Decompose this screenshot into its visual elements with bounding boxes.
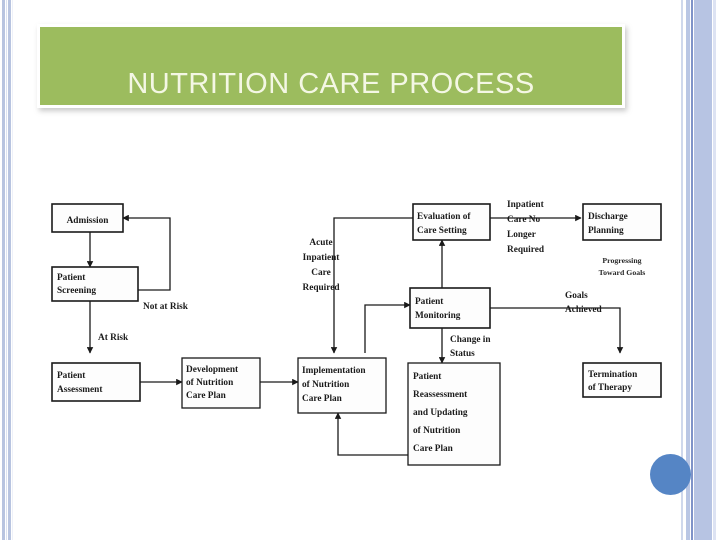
right-stripe-2 [686, 0, 690, 540]
svg-text:Status: Status [450, 349, 475, 359]
flow-box-patient-reassessment-line1: Patient [413, 372, 442, 382]
page-title: NUTRITION CARE PROCESS [127, 68, 535, 100]
flow-box-patient-assessment: Patient Assessment [51, 362, 141, 402]
flow-box-development-plan-line2: of Nutrition [186, 378, 234, 388]
svg-text:Toward Goals: Toward Goals [599, 268, 646, 277]
svg-text:Goals: Goals [565, 291, 588, 301]
flow-box-termination-therapy-line1: Termination [588, 370, 638, 380]
flow-box-patient-monitoring-line1: Patient [415, 297, 444, 307]
flow-box-evaluation-care-setting-line1: Evaluation of [417, 212, 471, 222]
edge-label-progressing-toward-goals: Progressing Toward Goals [599, 256, 646, 277]
right-stripe-5 [713, 0, 716, 540]
svg-text:Inpatient: Inpatient [303, 253, 341, 263]
flow-box-implementation-plan-line1: Implementation [302, 366, 366, 376]
edge-label-inpatient-care-no-longer-required: Inpatient Care No Longer Required [507, 200, 545, 255]
flow-box-admission: Admission [51, 203, 124, 233]
flow-box-admission-label: Admission [67, 216, 110, 226]
svg-text:Acute: Acute [309, 238, 332, 248]
svg-text:Required: Required [302, 283, 340, 293]
flow-box-implementation-plan-line2: of Nutrition [302, 380, 350, 390]
right-stripe-3 [691, 0, 693, 540]
left-stripe-2 [6, 0, 7, 540]
flow-box-patient-assessment-line1: Patient [57, 371, 86, 381]
edge-label-at-risk: At Risk [98, 333, 129, 343]
svg-text:Achieved: Achieved [565, 305, 602, 315]
flow-box-development-plan: Development of Nutrition Care Plan [181, 357, 261, 409]
bullet-circle-decoration [650, 454, 691, 495]
svg-text:Change in: Change in [450, 335, 491, 345]
svg-text:Longer: Longer [507, 230, 536, 240]
svg-text:Progressing: Progressing [602, 256, 641, 265]
left-stripe-1 [2, 0, 5, 540]
flow-box-termination-therapy-line2: of Therapy [588, 383, 632, 393]
flow-box-patient-monitoring: Patient Monitoring [409, 287, 491, 329]
flow-box-patient-screening: Patient Screening [51, 266, 139, 302]
flow-box-implementation-plan-line3: Care Plan [302, 394, 343, 404]
nutrition-care-process-flowchart: Admission Patient Screening Patient Asse… [30, 185, 680, 475]
svg-text:Care: Care [311, 268, 330, 278]
flow-box-discharge-planning: Discharge Planning [582, 203, 662, 241]
right-stripe-4 [694, 0, 712, 540]
svg-text:Care No: Care No [507, 215, 540, 225]
left-stripe-4 [12, 0, 13, 540]
flow-box-discharge-planning-line1: Discharge [588, 212, 628, 222]
flow-box-implementation-plan: Implementation of Nutrition Care Plan [297, 357, 387, 414]
edge-label-acute-inpatient-care-required: Acute Inpatient Care Required [302, 238, 340, 293]
flow-box-patient-monitoring-line2: Monitoring [415, 311, 461, 321]
flow-box-development-plan-line1: Development [186, 365, 239, 375]
right-stripe-1 [681, 0, 683, 540]
flow-box-patient-reassessment: Patient Reassessment and Updating of Nut… [407, 362, 501, 466]
edge-label-goals-achieved: Goals Achieved [565, 291, 602, 315]
flow-box-evaluation-care-setting-line2: Care Setting [417, 226, 467, 236]
flow-box-evaluation-care-setting: Evaluation of Care Setting [412, 203, 491, 241]
flow-box-patient-screening-line2: Screening [57, 286, 96, 296]
flow-box-patient-reassessment-line3: and Updating [413, 408, 468, 418]
edge-label-not-at-risk: Not at Risk [143, 302, 189, 312]
title-banner: NUTRITION CARE PROCESS [37, 24, 625, 108]
svg-text:Required: Required [507, 245, 545, 255]
flow-box-patient-reassessment-line2: Reassessment [413, 390, 468, 400]
flow-box-patient-screening-line1: Patient [57, 273, 86, 283]
svg-text:Inpatient: Inpatient [507, 200, 545, 210]
left-stripe-3 [8, 0, 11, 540]
flow-box-development-plan-line3: Care Plan [186, 391, 227, 401]
flow-box-termination-therapy: Termination of Therapy [582, 362, 662, 398]
flow-box-patient-reassessment-line4: of Nutrition [413, 426, 461, 436]
flow-box-patient-reassessment-line5: Care Plan [413, 444, 454, 454]
flow-box-patient-assessment-line2: Assessment [57, 385, 103, 395]
edge-label-change-in-status: Change in Status [450, 335, 491, 359]
flow-box-discharge-planning-line2: Planning [588, 226, 624, 236]
